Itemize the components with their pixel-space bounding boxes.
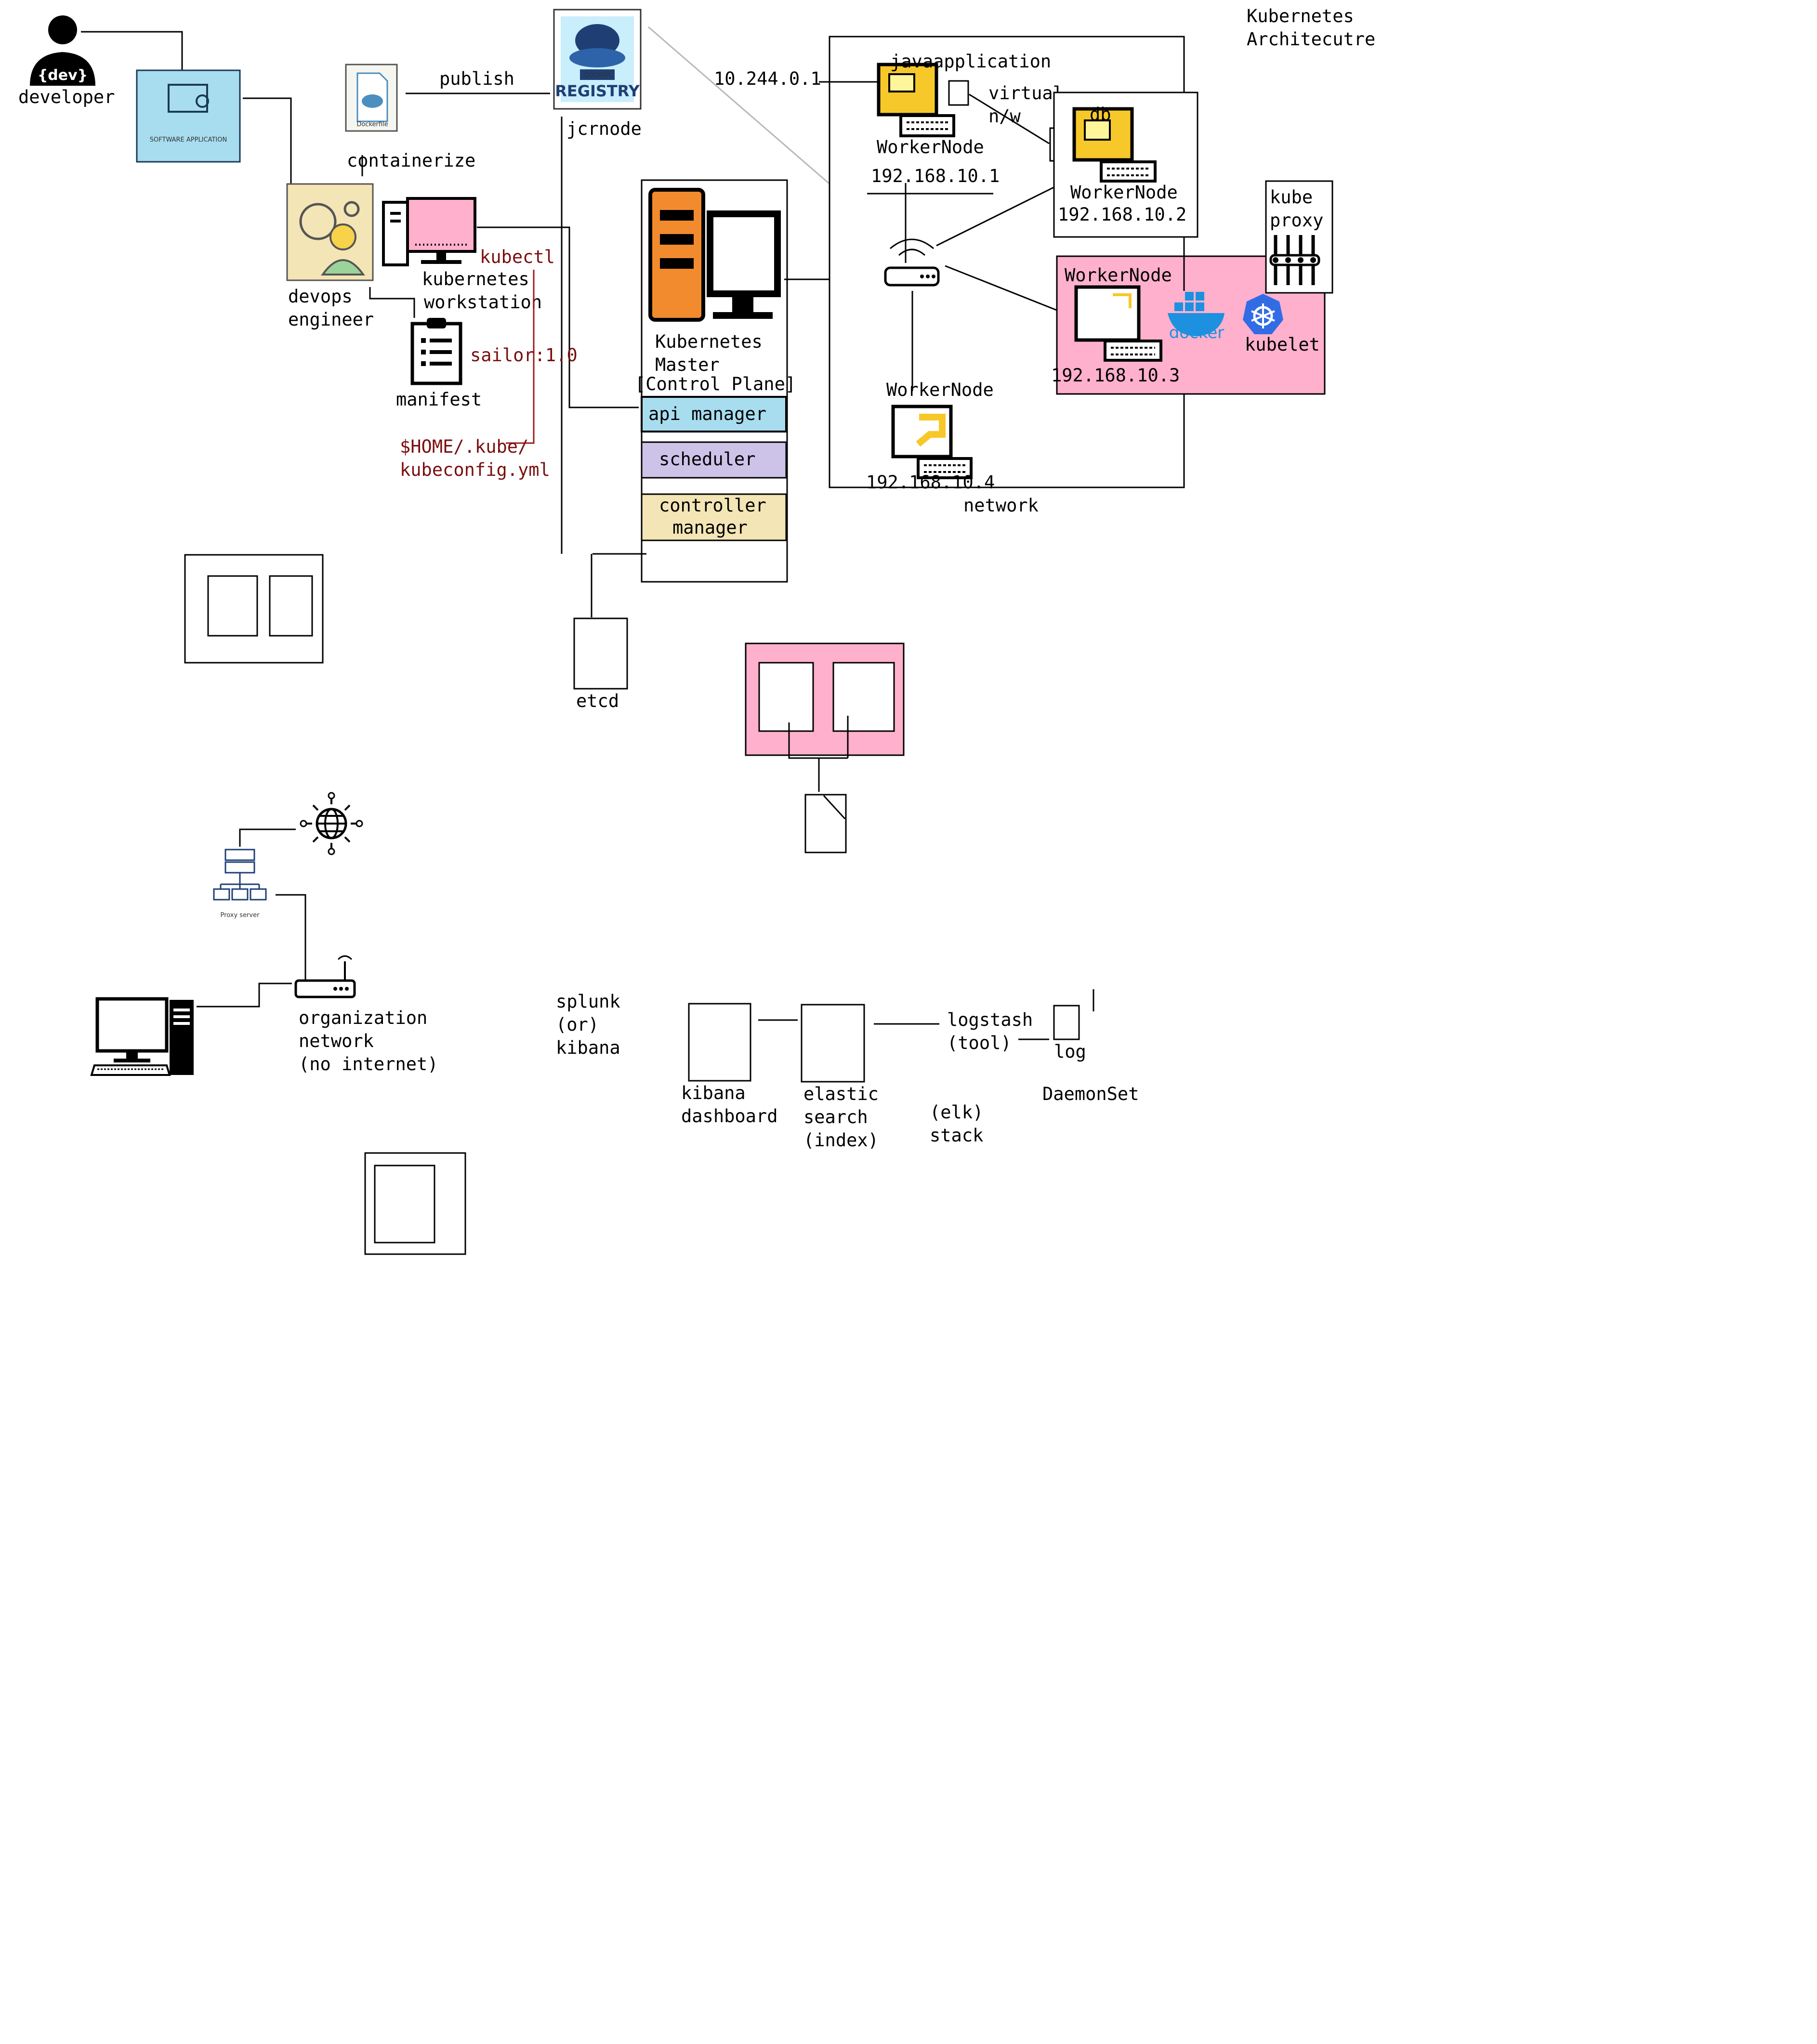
kubeconfig-label-line1: $HOME/.kube/ — [400, 436, 528, 457]
pod-ip-label: 10.244.0.1 — [714, 68, 821, 89]
network-label: network — [963, 495, 1039, 516]
ip1-label: 192.168.10.1 — [871, 166, 1000, 186]
splunk-label-line1: splunk — [556, 991, 620, 1012]
api-manager-box[interactable] — [641, 396, 787, 432]
elk-label-line1: (elk) — [930, 1102, 983, 1123]
publish-label: publish — [439, 68, 514, 89]
kube-proxy-label-line1: kube — [1270, 187, 1313, 208]
splunk-label-line2: (or) — [556, 1014, 599, 1035]
container-box[interactable] — [207, 575, 258, 637]
sailor-label: sailor:1.0 — [470, 345, 578, 366]
software-app-icon: SOFTWARE APPLICATION — [136, 69, 241, 163]
kibana-label-line2: dashboard — [681, 1106, 777, 1127]
docker-registry-icon: DOCKER REGISTRY — [553, 9, 642, 110]
org-network-label-line1: organization — [299, 1008, 427, 1028]
title-line1: Kubernetes — [1247, 6, 1354, 26]
scheduler-label: scheduler — [659, 449, 755, 470]
controller-manager-box[interactable] — [641, 493, 787, 541]
kibana-label-line1: kibana — [681, 1083, 746, 1103]
worker-node-icon — [1074, 285, 1162, 362]
master-label-line2: Master — [655, 354, 720, 375]
volume-box[interactable] — [804, 794, 847, 853]
elastic-label-line3: (index) — [803, 1130, 879, 1151]
org-network-label-line3: (no internet) — [299, 1054, 438, 1074]
dockerfile-label: Dockerfile — [356, 121, 388, 128]
manifest-label: manifest — [396, 389, 482, 410]
worker3-label: WorkerNode — [1065, 265, 1172, 286]
scheduler-box[interactable] — [641, 441, 787, 479]
software-app-label: SOFTWARE APPLICATION — [150, 136, 227, 144]
dockerfile-icon: Dockerfile — [345, 64, 398, 132]
db-label: db — [1090, 104, 1111, 125]
developer-label: developer — [18, 87, 115, 107]
logstash-label-line1: logstash — [947, 1009, 1033, 1030]
kibana-dashboard-box[interactable] — [688, 1003, 751, 1082]
logstash-label-line2: (tool) — [947, 1033, 1012, 1053]
api-manager-label: api manager — [648, 404, 766, 424]
kubelet-icon — [1243, 294, 1283, 334]
container-box[interactable] — [758, 662, 814, 732]
javaapplication-label: javaapplication — [890, 51, 1051, 72]
docker-logo-icon: docker — [1168, 292, 1224, 342]
devops-engineer-icon — [286, 183, 374, 281]
daemonset-label: DaemonSet — [1042, 1084, 1139, 1104]
controller-label-line2: manager — [672, 517, 748, 538]
container-box[interactable] — [374, 1165, 435, 1244]
splunk-label-line3: kibana — [556, 1037, 620, 1058]
router-icon — [884, 238, 940, 287]
kubectl-label: kubectl — [480, 247, 555, 267]
kube-proxy-label-line2: proxy — [1270, 210, 1323, 231]
org-network-label-line2: network — [299, 1031, 374, 1051]
worker-node-icon — [1072, 107, 1157, 183]
elk-label-line2: stack — [930, 1125, 983, 1146]
workstation-label-line2: workstation — [424, 292, 542, 313]
elastic-search-box[interactable] — [801, 1004, 865, 1083]
dev-badge: {dev} — [38, 67, 88, 84]
worker4-label: WorkerNode — [886, 380, 994, 400]
ip2-label: 192.168.10.2 — [1058, 204, 1186, 225]
kubeconfig-label-line2: kubeconfig.yml — [400, 459, 550, 480]
title-line2: Architecutre — [1247, 29, 1375, 50]
registry-small-label: DOCKER — [584, 72, 610, 79]
proxy-server-icon: Proxy server — [213, 849, 267, 919]
worker-node-icon — [891, 405, 973, 479]
master-label-line1: Kubernetes — [655, 331, 763, 352]
workstation-label-line1: kubernetes — [422, 269, 529, 289]
virtual-label-line1: virtual — [988, 83, 1064, 104]
elastic-label-line1: elastic — [803, 1084, 879, 1104]
manifest-icon — [410, 318, 462, 385]
virtual-network-box[interactable] — [948, 80, 969, 106]
globe-icon — [300, 792, 363, 855]
log-label: log — [1054, 1041, 1086, 1062]
jcrnode-label: jcrnode — [566, 118, 642, 139]
master-label-line3: [Control Plane] — [635, 374, 796, 394]
containerize-label: containerize — [347, 150, 475, 171]
proxy-server-label: Proxy server — [221, 912, 260, 919]
elastic-label-line2: search — [803, 1107, 868, 1127]
devops-label-line1: devops — [288, 286, 353, 307]
worker2-label: WorkerNode — [1070, 182, 1178, 203]
devops-label-line2: engineer — [288, 309, 374, 330]
kubelet-label: kubelet — [1245, 334, 1320, 355]
container-box[interactable] — [832, 662, 895, 732]
master-server-icon — [648, 188, 781, 322]
workstation-icon — [382, 197, 476, 266]
etcd-label: etcd — [576, 691, 619, 711]
controller-label-line1: controller — [659, 495, 766, 516]
ip4-label: 192.168.10.4 — [866, 472, 995, 493]
wifi-router-icon — [294, 955, 356, 998]
etcd-box[interactable] — [573, 617, 628, 690]
ip3-label: 192.168.10.3 — [1051, 365, 1180, 386]
registry-label: REGISTRY — [555, 82, 640, 100]
kubernetes-master: Kubernetes Master [Control Plane] api ma… — [635, 179, 796, 583]
desktop-pc-icon — [90, 997, 194, 1076]
docker-label: docker — [1169, 323, 1224, 342]
worker-node-icon — [877, 63, 955, 137]
log-box[interactable] — [1053, 1005, 1080, 1040]
developer-icon: {dev} — [30, 15, 95, 86]
worker1-label: WorkerNode — [877, 137, 984, 157]
kube-proxy-icon — [1269, 235, 1320, 285]
container-box[interactable] — [269, 575, 313, 637]
